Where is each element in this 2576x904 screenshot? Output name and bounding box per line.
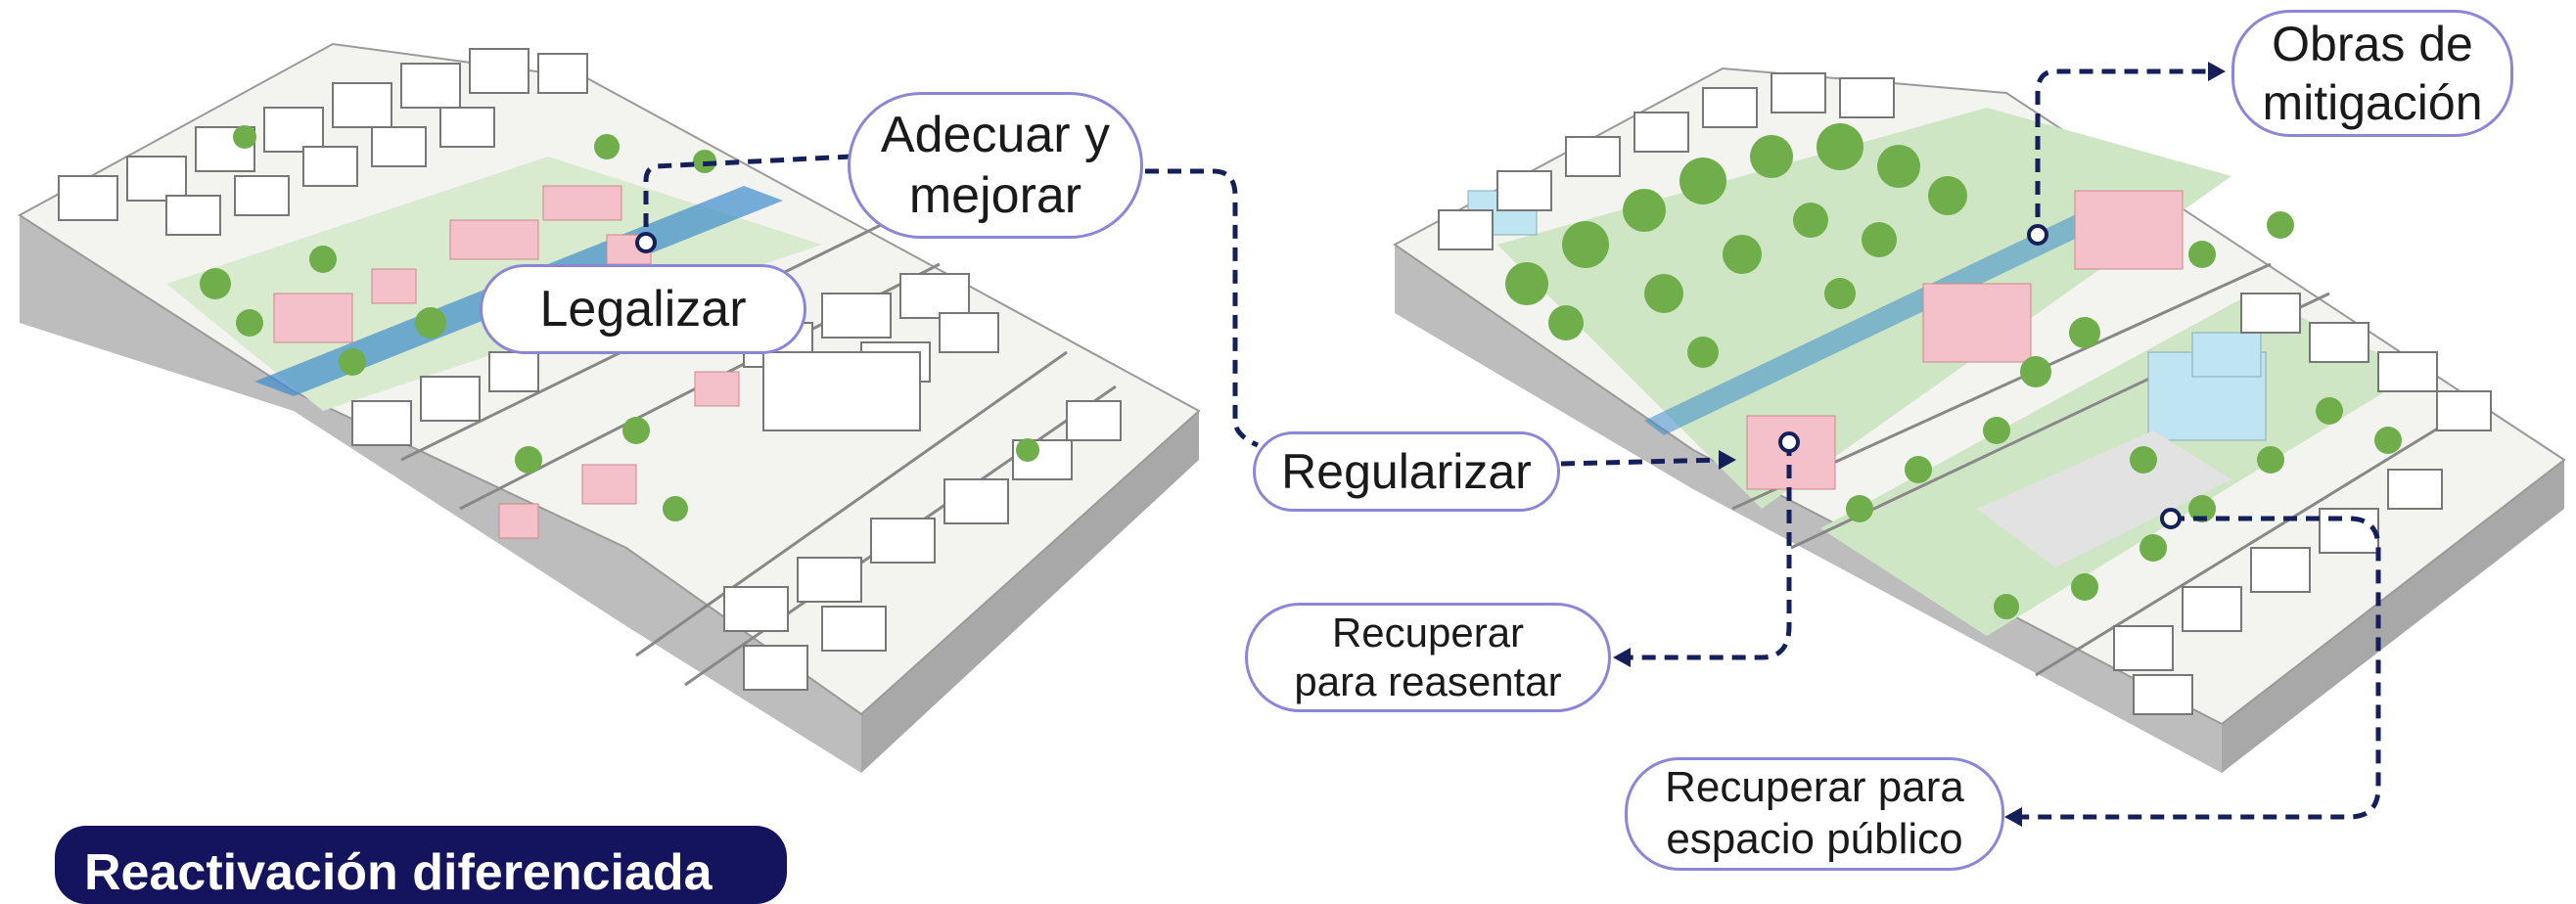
section-title-banner: Reactivación diferenciada xyxy=(55,826,787,904)
label-adecuar-y-mejorar: Adecuar y mejorar xyxy=(848,92,1143,239)
label-regularizar: Regularizar xyxy=(1253,431,1560,512)
connector-adecuar-right xyxy=(1145,168,1260,448)
label-recuperar-para-reasentar: Recuperar para reasentar xyxy=(1245,603,1611,712)
connector-adecuar-left xyxy=(643,154,852,240)
label-obras-de-mitigacion: Obras de mitigación xyxy=(2231,10,2513,137)
connector-espacio xyxy=(2016,516,2381,820)
label-recuperar-para-espacio-publico: Recuperar para espacio público xyxy=(1625,757,2004,871)
connector-anchor-dots xyxy=(635,224,2182,529)
connector-arrowheads xyxy=(1613,62,2226,827)
connectors xyxy=(643,68,2381,820)
connector-regularizar xyxy=(1560,457,1724,467)
connector-reasentar xyxy=(1623,442,1792,660)
right-terrain-block xyxy=(1393,67,2566,773)
label-legalizar: Legalizar xyxy=(480,264,806,354)
connector-obras xyxy=(2035,68,2212,240)
